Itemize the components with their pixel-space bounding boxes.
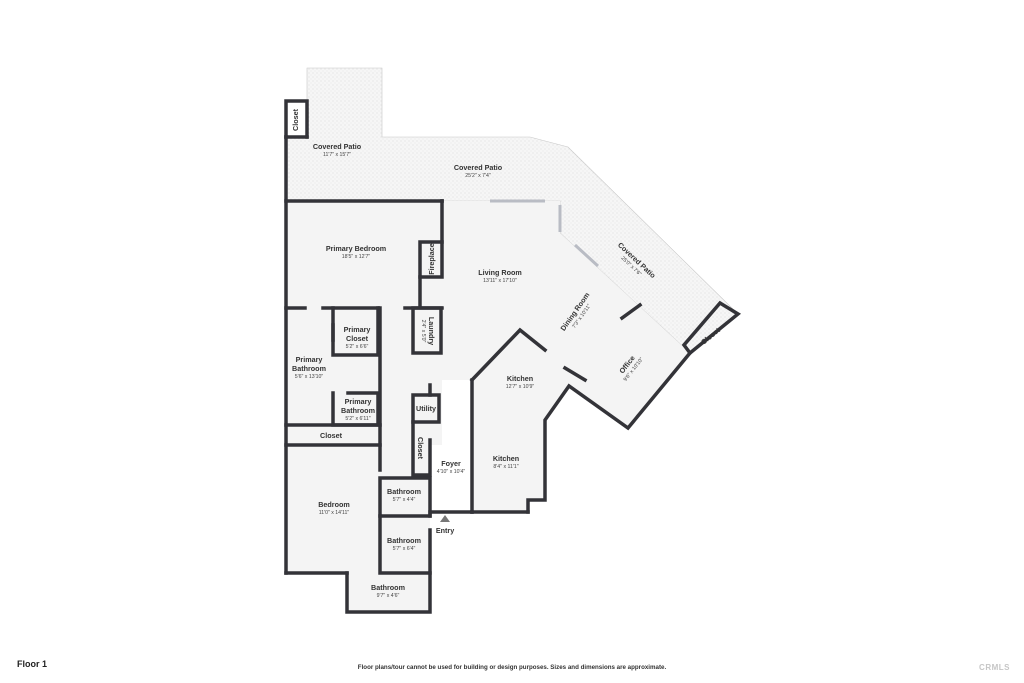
svg-text:11'7" x 15'7": 11'7" x 15'7" [323,152,351,158]
label-kitchen-bottom: Kitchen [493,454,519,463]
label-bathroom-2: Bathroom [387,536,421,545]
label-closet-hall: Closet [416,437,425,460]
svg-text:11'0" x 14'11": 11'0" x 14'11" [319,510,350,516]
svg-text:4'10" x 10'4": 4'10" x 10'4" [437,469,466,475]
label-patio-left: Covered Patio [313,142,362,151]
svg-text:5'7" x 4'4": 5'7" x 4'4" [393,497,416,503]
label-closet-mid: Closet [320,431,343,440]
floor-label: Floor 1 [17,659,48,669]
svg-text:Bathroom: Bathroom [292,364,326,373]
label-primary-bathroom: Primary [296,355,323,364]
label-utility: Utility [416,404,436,413]
label-primary-bathroom-small: Primary [345,397,372,406]
svg-text:12'7" x 10'9": 12'7" x 10'9" [506,384,535,390]
svg-text:5'6" x 13'10": 5'6" x 13'10" [295,374,324,380]
svg-text:18'5" x 12'7": 18'5" x 12'7" [342,254,371,260]
label-bathroom-1: Bathroom [387,487,421,496]
disclaimer-text: Floor plans/tour cannot be used for buil… [357,664,667,671]
label-foyer: Foyer [441,459,461,468]
svg-text:25'2" x 7'4": 25'2" x 7'4" [465,173,491,179]
svg-text:Bathroom: Bathroom [341,406,375,415]
label-kitchen-top: Kitchen [507,374,533,383]
svg-text:9'7" x 4'6": 9'7" x 4'6" [377,593,400,599]
svg-text:8'4" x 11'1": 8'4" x 11'1" [493,464,518,470]
label-patio-mid: Covered Patio [454,163,503,172]
crmls-logo: CRMLS [979,663,1010,672]
label-fireplace: Fireplace [427,243,436,275]
label-entry: Entry [436,526,454,535]
svg-text:2'4" x 5'0": 2'4" x 5'0" [420,320,426,343]
svg-text:13'11" x 17'10": 13'11" x 17'10" [483,278,517,284]
label-laundry: Laundry [427,317,436,345]
label-bedroom: Bedroom [318,500,350,509]
walls [284,99,742,614]
svg-text:5'2" x 6'11": 5'2" x 6'11" [345,416,370,422]
label-primary-closet: Primary [344,325,371,334]
label-living-room: Living Room [478,268,522,277]
svg-text:Closet: Closet [346,334,369,343]
entry-arrow-icon [440,515,450,522]
svg-text:5'2" x 6'6": 5'2" x 6'6" [346,344,369,350]
label-closet-top: Closet [291,108,300,131]
interior-floor [286,201,690,612]
label-bathroom-3: Bathroom [371,583,405,592]
svg-text:5'7" x 6'4": 5'7" x 6'4" [393,546,416,552]
label-primary-bedroom: Primary Bedroom [326,244,386,253]
